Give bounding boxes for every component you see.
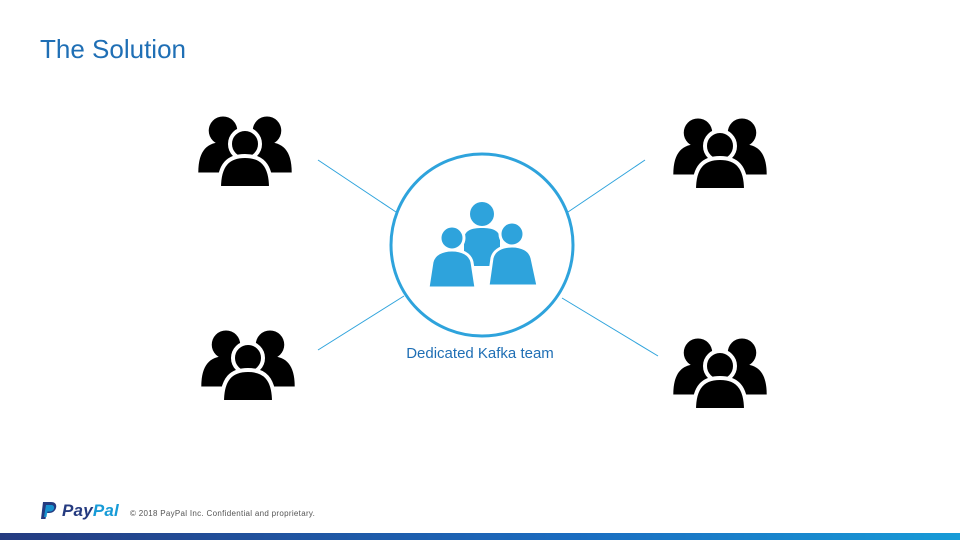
paypal-p-icon <box>41 502 57 519</box>
footer-copyright: © 2018 PayPal Inc. Confidential and prop… <box>130 509 316 518</box>
user-group-bottom-right-icon <box>673 338 766 410</box>
paypal-logo: PayPal <box>40 500 119 522</box>
connector-top-right <box>567 159 646 213</box>
user-group-top-left-icon <box>198 116 291 188</box>
connector-bottom-right <box>561 297 659 357</box>
page-title: The Solution <box>40 34 186 64</box>
logo-pal-text: Pal <box>92 501 119 520</box>
center-label: Dedicated Kafka team <box>406 345 554 362</box>
kafka-team-icon <box>426 202 540 290</box>
logo-pay-text: Pay <box>62 501 93 520</box>
user-group-bottom-left-icon <box>201 330 294 402</box>
connector-bottom-left <box>317 295 405 351</box>
footer-bar <box>0 533 960 540</box>
user-group-top-right-icon <box>673 118 766 190</box>
connector-top-left <box>317 159 397 213</box>
